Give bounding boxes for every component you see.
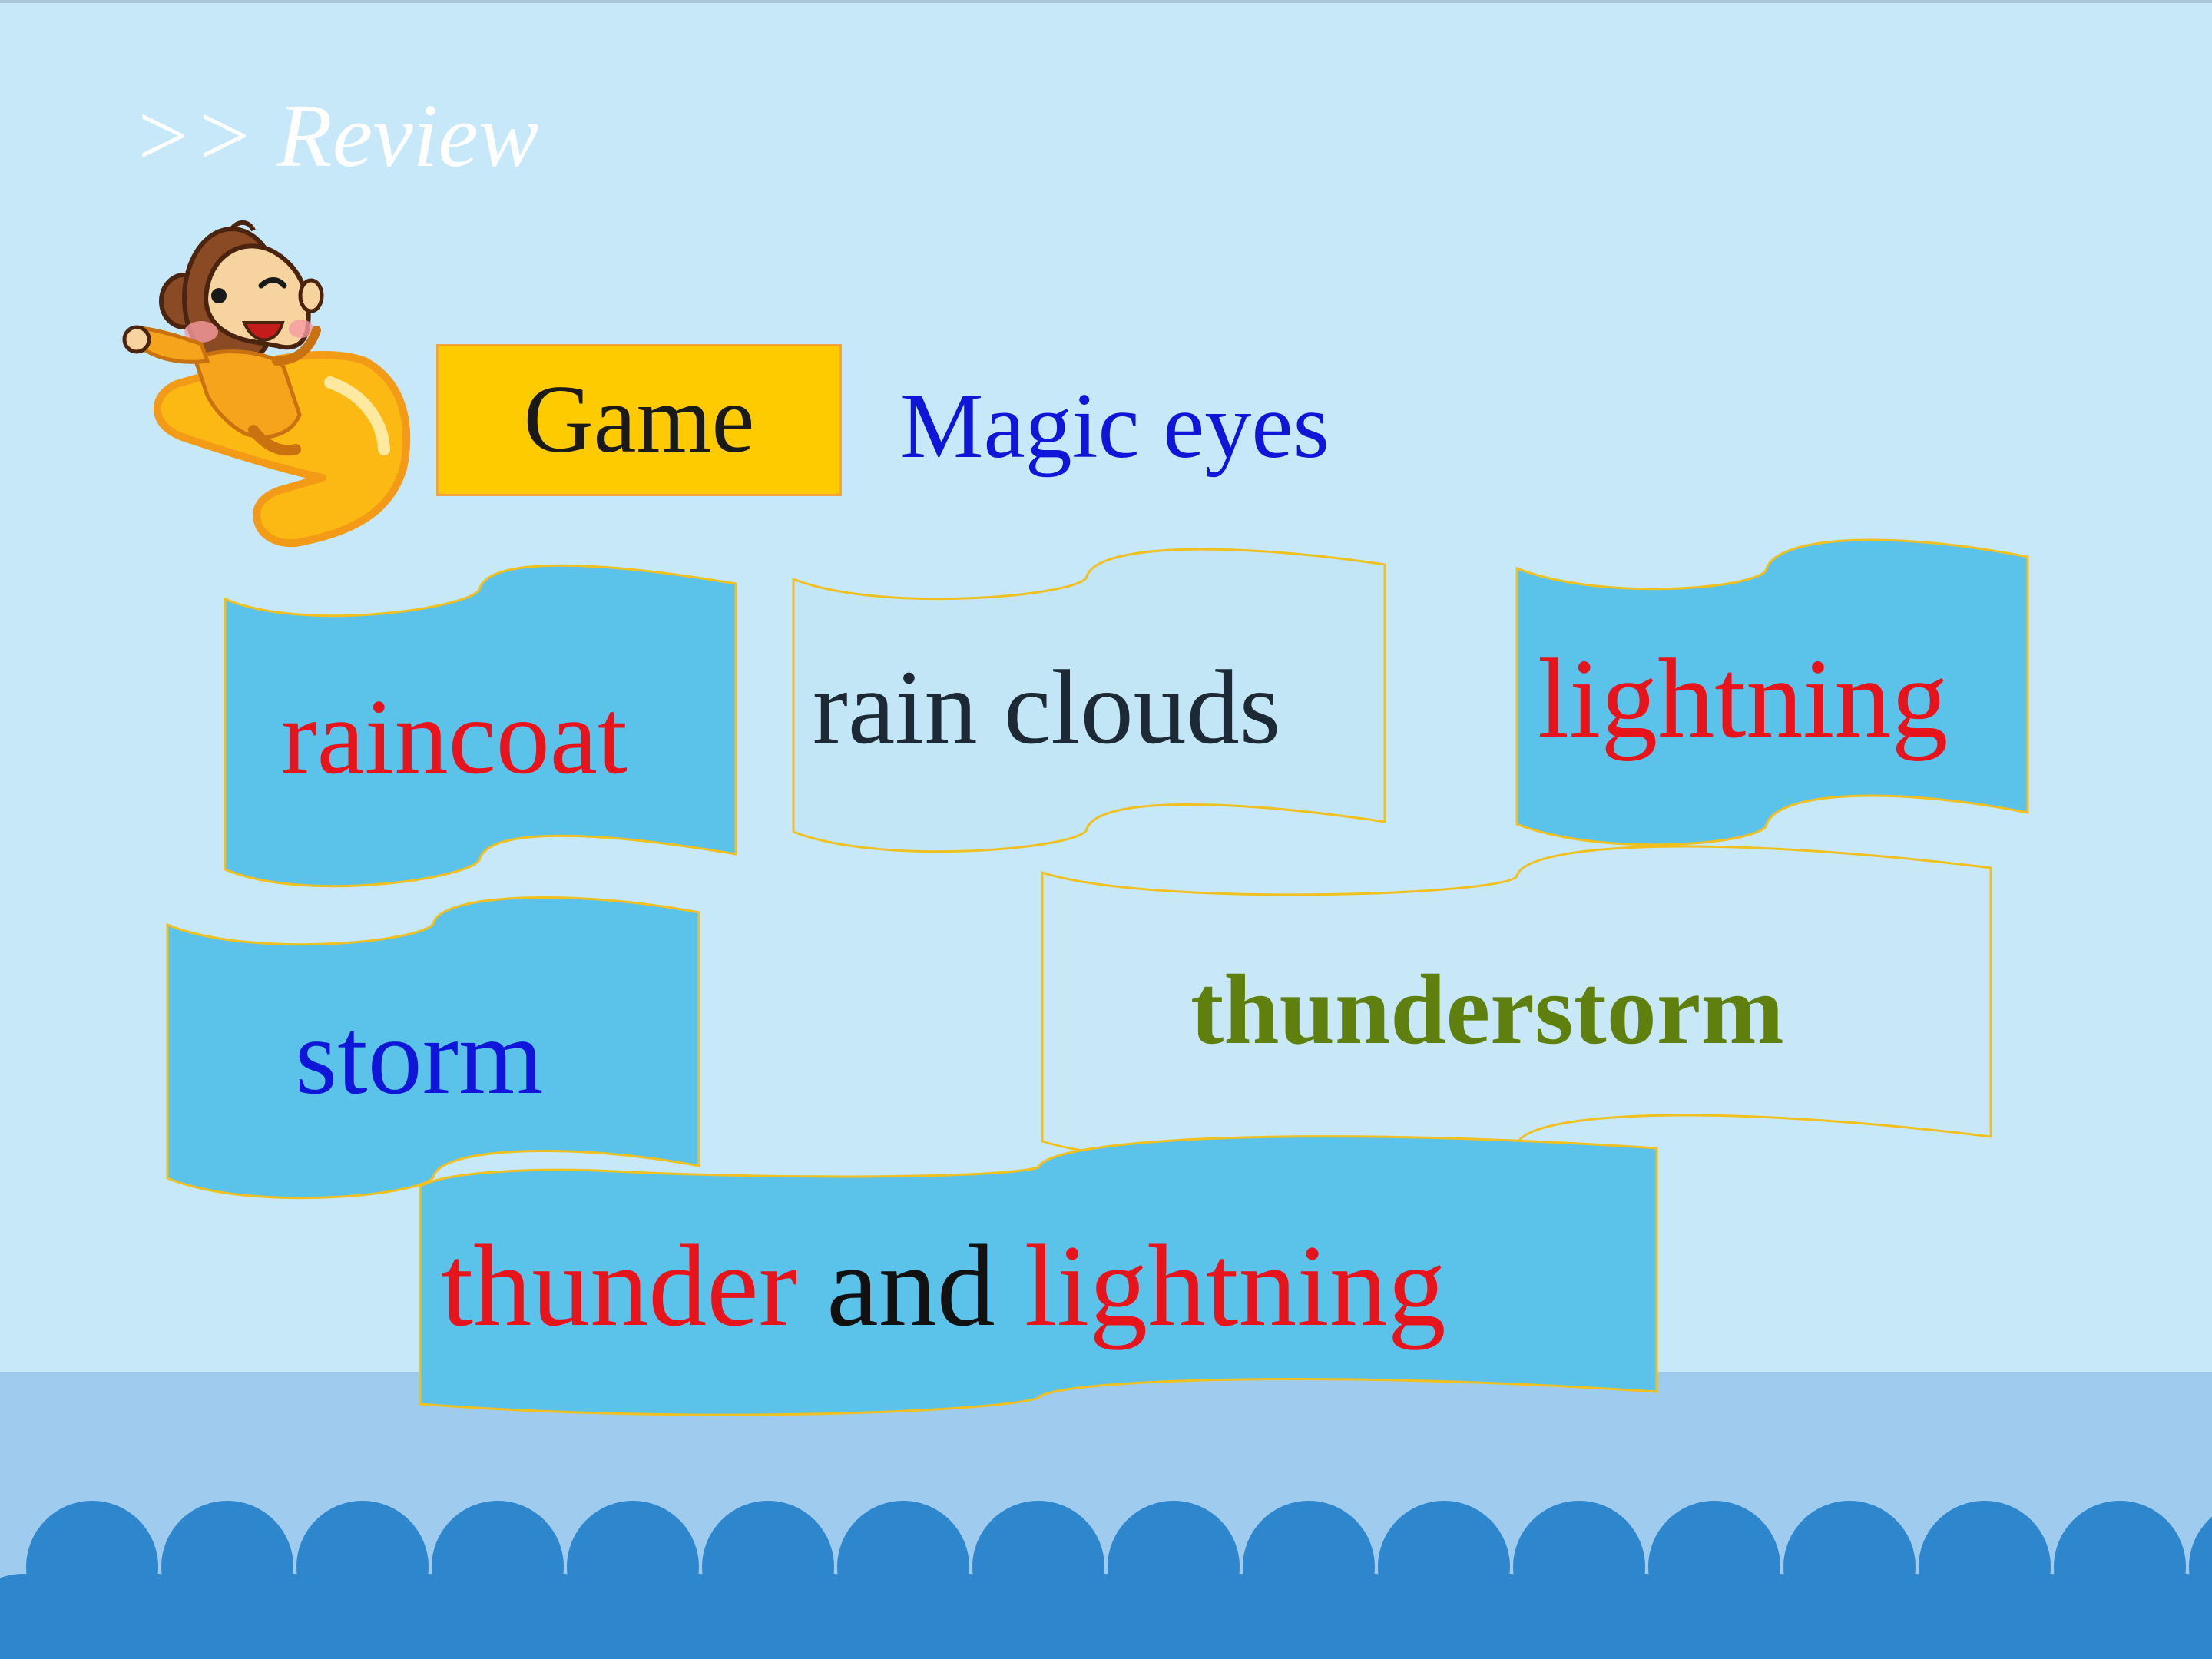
banner-thunder-and-lightning [419,1135,1658,1416]
game-badge: Game [436,344,842,496]
top-border-line [0,0,2212,3]
monkey-mascot-icon [122,220,411,548]
game-label: Game [523,366,755,473]
banner-rain-clouds [792,548,1386,853]
word-rain-clouds: rain clouds [813,648,1281,766]
review-title: >> Review [132,85,539,186]
phrase-thunder-and-lightning: thunder and lightning [441,1227,1446,1344]
banner-storm [166,896,700,1200]
word-lightning: lightning [1538,636,1949,762]
wave-base [0,1632,2212,1659]
wave-pattern [0,1501,2212,1659]
word-storm: storm [295,995,544,1117]
banner-lightning [1515,538,2029,846]
word-raincoat: raincoat [281,677,628,796]
phrase-word-and: and [797,1221,1025,1350]
phrase-word-lightning: lightning [1024,1221,1446,1350]
game-name: Magic eyes [900,374,1330,478]
banner-raincoat [224,564,737,888]
phrase-word-thunder: thunder [441,1221,798,1350]
word-thunderstorm: thunderstorm [1190,955,1784,1065]
